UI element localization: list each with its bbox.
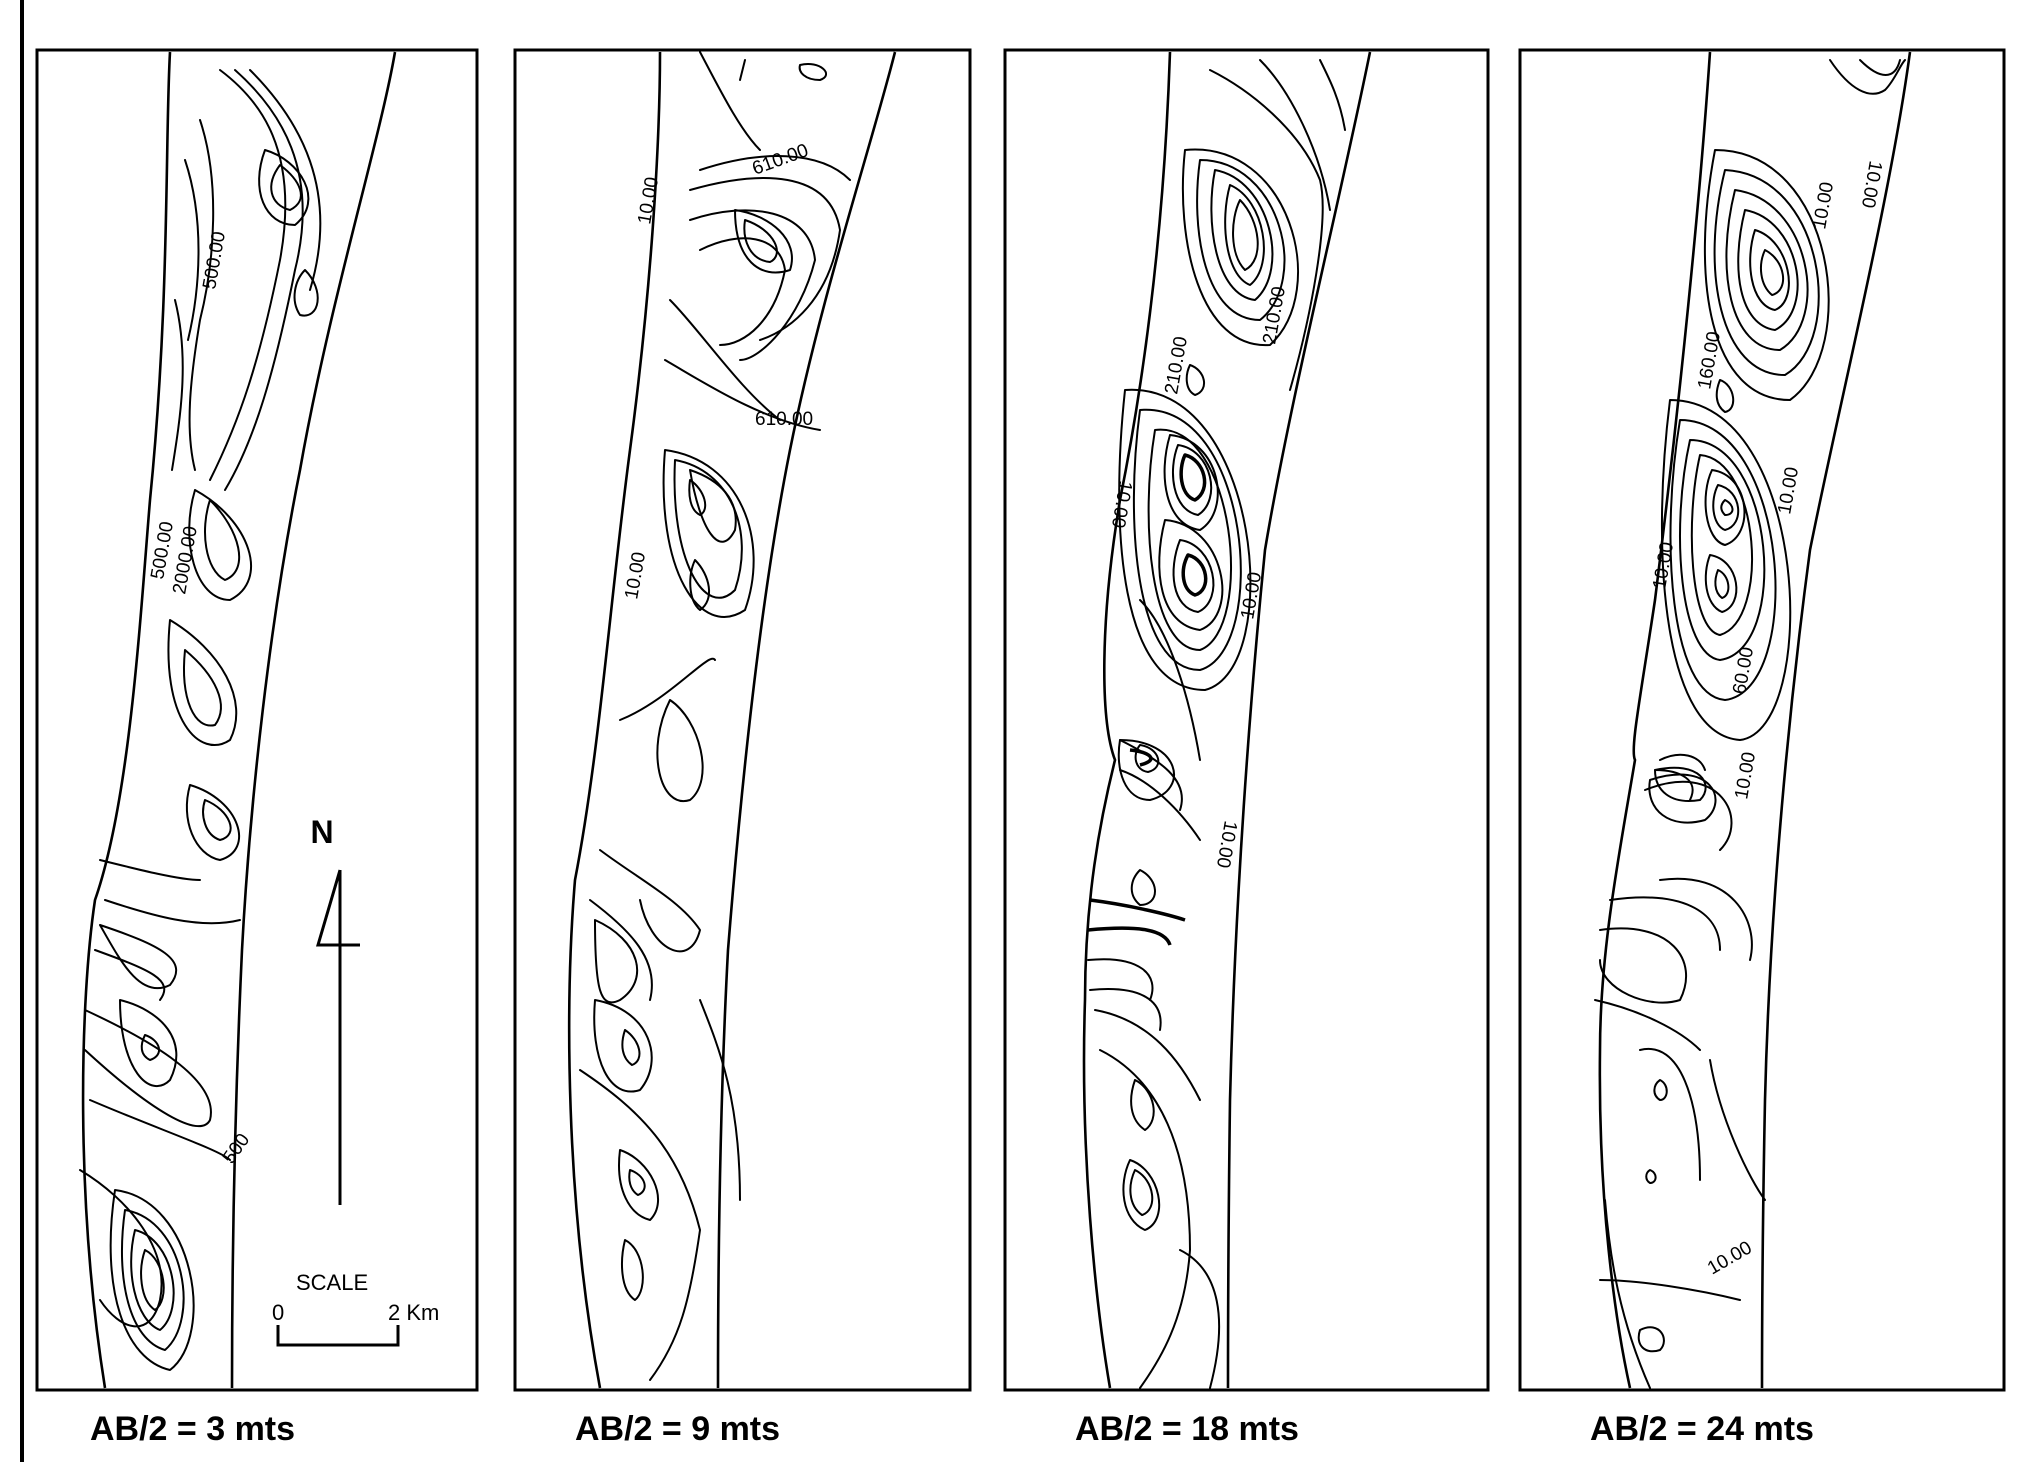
- panel-caption: AB/2 = 18 mts: [1075, 1410, 1299, 1448]
- panel-frame: [35, 48, 479, 1392]
- contour-label: 610.00: [755, 409, 813, 430]
- river-bank-west: [567, 51, 662, 1389]
- contour-lines: [1087, 59, 1346, 1389]
- river-bank-west: [1082, 51, 1172, 1389]
- panel-caption: AB/2 = 9 mts: [575, 1410, 780, 1448]
- panel-ab2-24: 10.00 160.00 10.00 10.00 60.00 10.00 10.…: [1518, 48, 2006, 1392]
- scale-bar-line: [276, 1325, 400, 1347]
- river-bank-east: [230, 51, 397, 1389]
- scale-bar-start: 0: [272, 1300, 284, 1325]
- river-bank-east: [1760, 51, 1912, 1389]
- panel-ab2-9: 10.00 610.00 610.00 10.00: [513, 48, 972, 1392]
- river-bank-west: [81, 51, 172, 1389]
- river-bank-east: [716, 51, 897, 1389]
- contour-lines: [79, 69, 322, 1371]
- north-arrow-icon: [315, 869, 360, 1205]
- contour-lines: [1594, 59, 1906, 1389]
- panel-frame: [513, 48, 972, 1392]
- river-bank-west: [1598, 51, 1712, 1389]
- panel-frame: [1003, 48, 1490, 1392]
- panel-ab2-18: 210.00 210.00 10.00 10.00 10.00: [1003, 48, 1490, 1392]
- north-arrow: N: [310, 814, 360, 1205]
- contour-lines: [579, 51, 851, 1381]
- panel-caption: AB/2 = 24 mts: [1590, 1410, 1814, 1448]
- panel-frame: [1518, 48, 2006, 1392]
- panel-ab2-3: 500.00 500.00 2000.00 500 N SCALE 0 2 Km: [35, 48, 479, 1392]
- scale-bar-end: 2 Km: [388, 1300, 439, 1325]
- scale-bar-title: SCALE: [296, 1270, 368, 1295]
- river-bank-east: [1226, 51, 1372, 1389]
- scale-bar: SCALE 0 2 Km: [272, 1270, 439, 1347]
- north-arrow-label: N: [310, 814, 333, 850]
- panel-caption: AB/2 = 3 mts: [90, 1410, 295, 1448]
